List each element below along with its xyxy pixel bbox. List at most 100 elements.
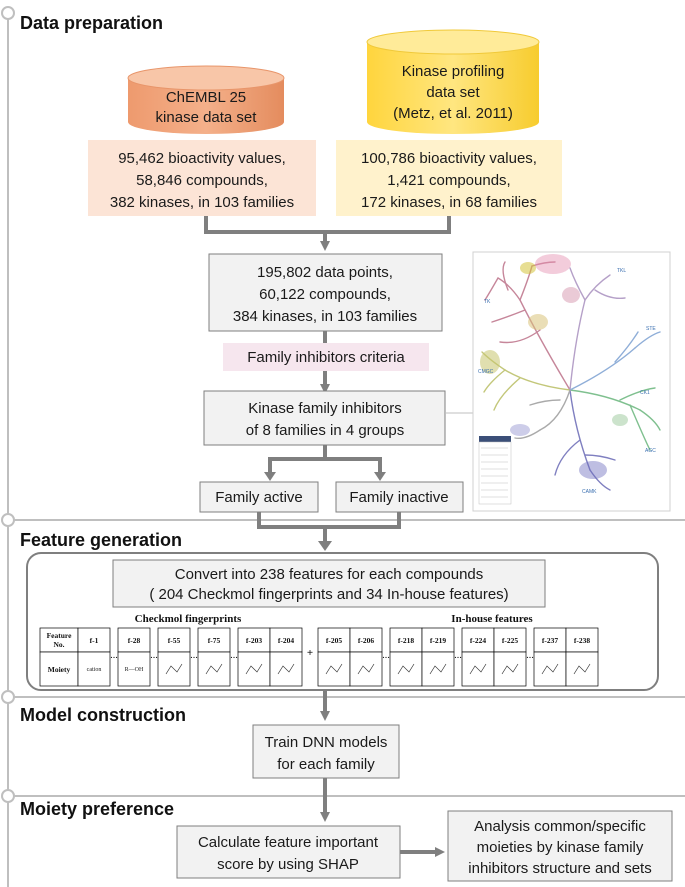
moiety-header-label: Moiety — [48, 665, 71, 674]
checkmol-f55-feature-cell — [157, 627, 191, 653]
inhouse-f237-feature-label: f-237 — [542, 636, 558, 645]
split-connector — [268, 445, 382, 477]
feature-no-header-cell — [39, 627, 79, 653]
train-line1: Train DNN models — [265, 734, 388, 751]
checkmol-title: Checkmol fingerprints — [135, 613, 242, 625]
merged-compounds: 60,122 compounds, — [259, 286, 391, 303]
chembl-stats-box: 95,462 bioactivity values, 58,846 compou… — [88, 140, 316, 216]
plus-sign: + — [307, 647, 313, 659]
kinome-label-tk: TK — [484, 299, 491, 305]
feature-no-header-line2: No. — [53, 640, 64, 649]
kinome-label-camk: CAMK — [582, 489, 597, 495]
arrow-to-features — [318, 541, 332, 551]
arrow-to-inactive — [374, 472, 386, 481]
family-inactive-box: Family inactive — [335, 481, 464, 513]
chembl-title-line1: ChEMBL 25 — [166, 89, 246, 106]
checkmol-f1-feature-label: f-1 — [90, 636, 99, 645]
checkmol-f1-feature-cell — [77, 627, 111, 653]
kinome-tree-image: TK TKL STE CMGC CK1 AGC CAMK — [472, 251, 671, 512]
inhouse-f218-feature-label: f-218 — [398, 636, 414, 645]
moiety-header-cell — [39, 651, 79, 687]
join-connector — [257, 512, 401, 542]
profiling-title-line3: (Metz, et al. 2011) — [393, 105, 513, 122]
inhouse-f206-feature-label: f-206 — [358, 636, 374, 645]
inhouse-f224-feature-label: f-224 — [470, 636, 486, 645]
checkmol-f75-moiety-structure — [205, 663, 223, 675]
merged-data-box: 195,802 data points, 60,122 compounds, 3… — [208, 253, 443, 332]
checkmol-f28-feature-cell — [117, 627, 151, 653]
family-active-box: Family active — [199, 481, 319, 513]
checkmol-ellipsis-1: … — [110, 651, 118, 660]
checkmol-f55-moiety-structure — [165, 663, 183, 675]
inhouse-f219-feature-label: f-219 — [430, 636, 446, 645]
chembl-title-line2: kinase data set — [156, 109, 258, 126]
profiling-stat-bioactivity: 100,786 bioactivity values, — [361, 150, 537, 167]
chembl-stat-compounds: 58,846 compounds, — [136, 172, 268, 189]
inhouse-ellipsis-2: … — [454, 651, 462, 660]
checkmol-ellipsis-3: … — [190, 651, 198, 660]
inhouse-f225-feature-label: f-225 — [502, 636, 518, 645]
inhouse-f224-feature-cell — [461, 627, 495, 653]
inhouse-f219-moiety-structure — [429, 663, 447, 675]
feature-no-header-line1: Feature — [47, 631, 73, 640]
checkmol-ellipsis-2: … — [150, 651, 158, 660]
family-inhibitors-box: Kinase family inhibitors of 8 families i… — [203, 390, 446, 446]
checkmol-f55-feature-label: f-55 — [168, 636, 181, 645]
inhouse-f238-feature-label: f-238 — [574, 636, 590, 645]
inhouse-ellipsis-1: … — [382, 651, 390, 660]
checkmol-f203-moiety-structure — [245, 663, 263, 675]
kinome-label-cmgc: CMGC — [478, 369, 494, 375]
profiling-stat-kinases: 172 kinases, in 68 families — [361, 194, 537, 211]
merge-connector — [204, 216, 451, 251]
kinome-label-agc: AGC — [645, 448, 656, 454]
chembl-stat-kinases: 382 kinases, in 103 families — [110, 194, 294, 211]
inhouse-f205-feature-label: f-205 — [326, 636, 342, 645]
inhouse-f205-moiety-structure — [325, 663, 343, 675]
shap-box: Calculate feature important score by usi… — [176, 825, 401, 879]
section-title-data-preparation: Data preparation — [20, 13, 163, 33]
checkmol-ellipsis-4: … — [230, 651, 238, 660]
merged-data-points: 195,802 data points, — [257, 264, 393, 281]
analysis-line1: Analysis common/specific — [474, 818, 646, 835]
inhouse-f218-moiety-structure — [397, 663, 415, 675]
analysis-line3: inhibitors structure and sets — [468, 860, 651, 877]
checkmol-f28-moiety-cell — [117, 651, 151, 687]
checkmol-f1-moiety-cell — [77, 651, 111, 687]
kinome-legend — [478, 436, 512, 505]
inhouse-f206-moiety-structure — [357, 663, 375, 675]
family-inactive-label: Family inactive — [349, 489, 448, 506]
profiling-database-icon: Kinase profiling data set (Metz, et al. … — [366, 29, 540, 134]
inhouse-f225-moiety-structure — [501, 663, 519, 675]
family-inhibitors-line2: of 8 families in 4 groups — [246, 422, 404, 439]
convert-line1: Convert into 238 features for each compo… — [175, 566, 484, 583]
checkmol-f204-feature-label: f-204 — [278, 636, 294, 645]
inhouse-f219-feature-cell — [421, 627, 455, 653]
inhouse-f238-moiety-structure — [573, 663, 591, 675]
analysis-box: Analysis common/specific moieties by kin… — [447, 810, 673, 882]
shap-line2: score by using SHAP — [217, 856, 359, 873]
profiling-title-line1: Kinase profiling — [402, 63, 505, 80]
family-criteria-box: Family inhibitors criteria — [223, 331, 429, 394]
convert-line2: ( 204 Checkmol fingerprints and 34 In-ho… — [149, 586, 508, 603]
checkmol-f75-feature-cell — [197, 627, 231, 653]
family-active-label: Family active — [215, 489, 303, 506]
shap-line1: Calculate feature important — [198, 834, 379, 851]
checkmol-f28-feature-label: f-28 — [128, 636, 141, 645]
train-model-box: Train DNN models for each family — [252, 724, 400, 779]
family-criteria-label: Family inhibitors criteria — [247, 349, 405, 366]
merged-kinases: 384 kinases, in 103 families — [233, 308, 417, 325]
checkmol-f28-moiety-text: R—OH — [125, 667, 144, 673]
inhouse-title: In-house features — [451, 613, 533, 625]
arrow-to-active — [264, 472, 276, 481]
analysis-line2: moieties by kinase family — [477, 839, 644, 856]
inhouse-f224-moiety-structure — [469, 663, 487, 675]
checkmol-f1-moiety-text: cation — [87, 667, 102, 673]
kinome-label-ck1: CK1 — [640, 390, 650, 396]
checkmol-f204-feature-cell — [269, 627, 303, 653]
profiling-title-line2: data set — [426, 84, 480, 101]
inhouse-f237-moiety-structure — [541, 663, 559, 675]
inhouse-ellipsis-3: … — [526, 651, 534, 660]
chembl-database-icon: ChEMBL 25 kinase data set — [127, 65, 285, 134]
